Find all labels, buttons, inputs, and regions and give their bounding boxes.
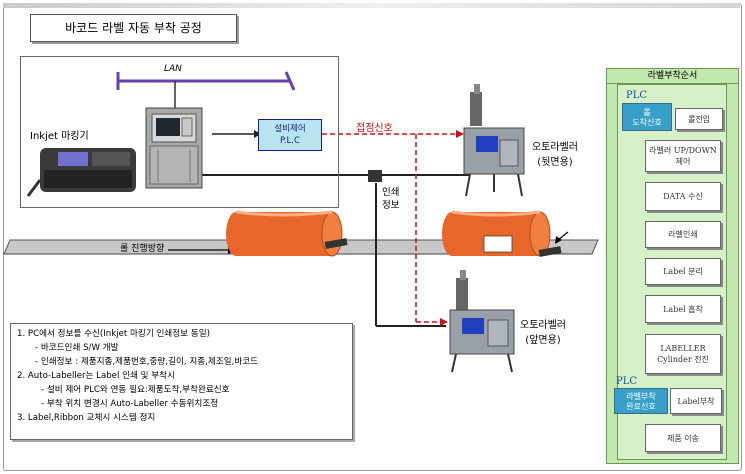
contact-signal-label: 접점신호 [356, 123, 393, 134]
lan-label: LAN [164, 64, 182, 74]
plc-complete-signal: 라벨부착 완료신호 [614, 388, 668, 414]
junction-box [368, 170, 382, 182]
plc-complete-line2: 완료신호 [626, 402, 656, 411]
step-labeler-updown: 라벨러 UP/DOWN제어 [645, 140, 721, 172]
controller-cabinet [145, 107, 203, 189]
labeler-back-line2: (뒷면용) [537, 157, 573, 168]
inkjet-printer [26, 148, 136, 197]
plc-label-bottom: PLC [616, 376, 638, 387]
inkjet-label: Inkjet 마킹기 [30, 131, 89, 142]
note-line: - 인쇄정보 : 제품지종,제품번호,중량,길이, 지종,제조일,바코드 [35, 357, 259, 367]
plc-box-line2: P.L.C [280, 136, 300, 146]
step-label-suction: Label 흡착 [645, 295, 721, 323]
page-title: 바코드 라벨 자동 부착 공정 [30, 14, 237, 42]
print-info-label: 인쇄 정보 [382, 186, 399, 212]
step-data-receive: DATA 수신 [645, 182, 721, 211]
roll-direction-label: 롤 진행방향 [120, 244, 165, 254]
print-info-line2: 정보 [382, 200, 400, 211]
labeler-back-label: 오토라벨러 (뒷면용) [532, 140, 578, 170]
control-system-box [20, 56, 339, 208]
slide-top-bar [3, 3, 740, 8]
plc-controller-box: 설비제어 P.L.C [258, 119, 322, 151]
plc-arrival-line2: 도착신호 [632, 118, 662, 127]
sensor-right [538, 246, 562, 257]
notes-box: 1. PC에서 정보를 수신(Inkjet 마킹기 인쇄정보 동일) - 바코드… [10, 323, 353, 440]
labeler-front-label: 오토라벨러 (앞면용) [520, 318, 566, 348]
sensor-left [324, 238, 348, 249]
note-line: 1. PC에서 정보를 수신(Inkjet 마킹기 인쇄정보 동일) [17, 329, 210, 339]
labeler-back-line1: 오토라벨러 [532, 142, 578, 153]
plc-arrival-signal: 롤 도착신호 [622, 103, 672, 131]
auto-labeller-front [449, 270, 515, 373]
roll-right [442, 210, 551, 257]
step-label-attach: Label부착 [670, 388, 722, 414]
sequence-title: 라벨부착순서 [607, 69, 738, 84]
print-info-line1: 인쇄 [382, 187, 400, 198]
step-cylinder-forward: LABELLER Cylinder 전진 [645, 334, 721, 374]
step-roll-in: 롤전입 [675, 108, 723, 130]
labeler-front-line1: 오토라벨러 [520, 320, 566, 331]
note-line: - 설비 제어 PLC와 연동 필요:제품도착,부착완료신호 [41, 385, 230, 395]
sensor-arrow [555, 231, 569, 244]
note-line: - 부착 위치 변경시 Auto-Labeller 수동위치조정 [41, 399, 219, 409]
labeler-front-line2: (앞면용) [525, 335, 561, 346]
plc-box-line1: 설비제어 [274, 124, 306, 134]
plc-label-top: PLC [626, 90, 648, 101]
auto-labeller-back [463, 84, 525, 197]
step-label-separate: Label 분리 [645, 258, 721, 285]
lan-line [116, 71, 296, 108]
step-label-print: 라벨인쇄 [645, 221, 721, 248]
plc-complete-line1: 라벨부착 [626, 392, 656, 401]
step-product-transfer: 제품 이송 [645, 424, 721, 452]
roll-left [226, 210, 343, 257]
note-line: 3. Label,Ribbon 교체시 시스템 정지 [17, 413, 156, 423]
note-line: - 바코드인쇄 S/W 개발 [35, 343, 119, 353]
plc-arrival-line1: 롤 [643, 108, 651, 117]
note-line: 2. Auto-Labeller는 Label 인쇄 및 부착시 [17, 371, 175, 381]
